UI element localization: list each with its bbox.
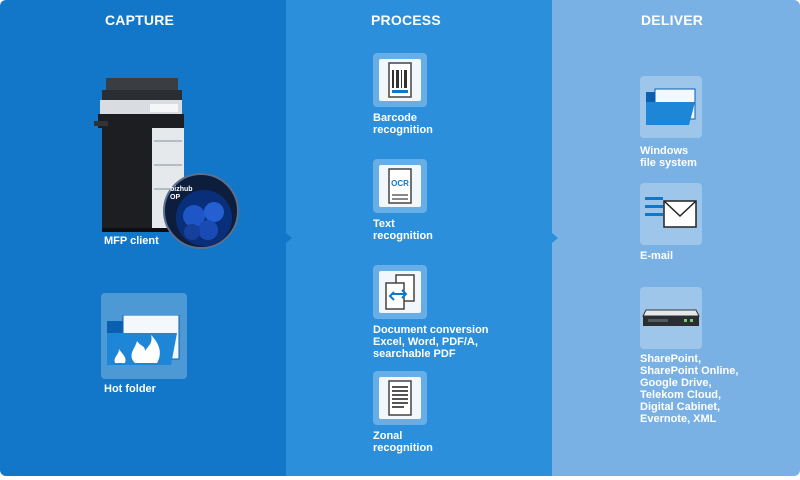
barcode-recognition-label: Barcode recognition (373, 112, 433, 136)
ocr-tile: OCR (373, 159, 427, 213)
barcode-tile (373, 53, 427, 107)
mfp-printer-icon (90, 74, 190, 234)
document-conversion-label: Document conversion Excel, Word, PDF/A, … (373, 324, 489, 360)
server-rack-icon (642, 308, 700, 328)
hot-folder-label: Hot folder (104, 383, 156, 395)
conversion-tile (373, 265, 427, 319)
ocr-icon-text: OCR (391, 179, 409, 188)
hot-folder-icon (105, 315, 183, 367)
cloud-destinations-label: SharePoint, SharePoint Online, Google Dr… (640, 353, 739, 425)
barcode-document-icon (388, 62, 412, 98)
windows-file-system-label: Windows file system (640, 145, 697, 169)
capture-title: CAPTURE (105, 12, 175, 28)
deliver-column (532, 0, 800, 476)
text-recognition-label: Text recognition (373, 218, 433, 242)
zonal-document-icon (388, 380, 412, 416)
email-label: E-mail (640, 250, 674, 262)
deliver-title: DELIVER (641, 12, 704, 28)
windows-folder-icon (645, 88, 697, 126)
email-tile (640, 183, 702, 245)
zonal-tile (373, 371, 427, 425)
server-tile (640, 287, 702, 349)
email-envelope-icon (644, 195, 698, 233)
process-to-deliver-arrow (532, 216, 558, 260)
windows-tile (640, 76, 702, 138)
zonal-recognition-label: Zonal recognition (373, 430, 433, 454)
mfp-client-label: MFP client (104, 235, 159, 247)
bizhub-op-label: bizhub OP (170, 186, 193, 201)
ocr-document-icon: OCR (388, 168, 412, 204)
bizhub-op-badge: bizhub OP (162, 172, 240, 250)
document-conversion-icon (384, 274, 416, 310)
capture-to-process-arrow (266, 216, 292, 260)
process-title: PROCESS (371, 12, 441, 28)
hot-folder-tile (101, 293, 187, 379)
